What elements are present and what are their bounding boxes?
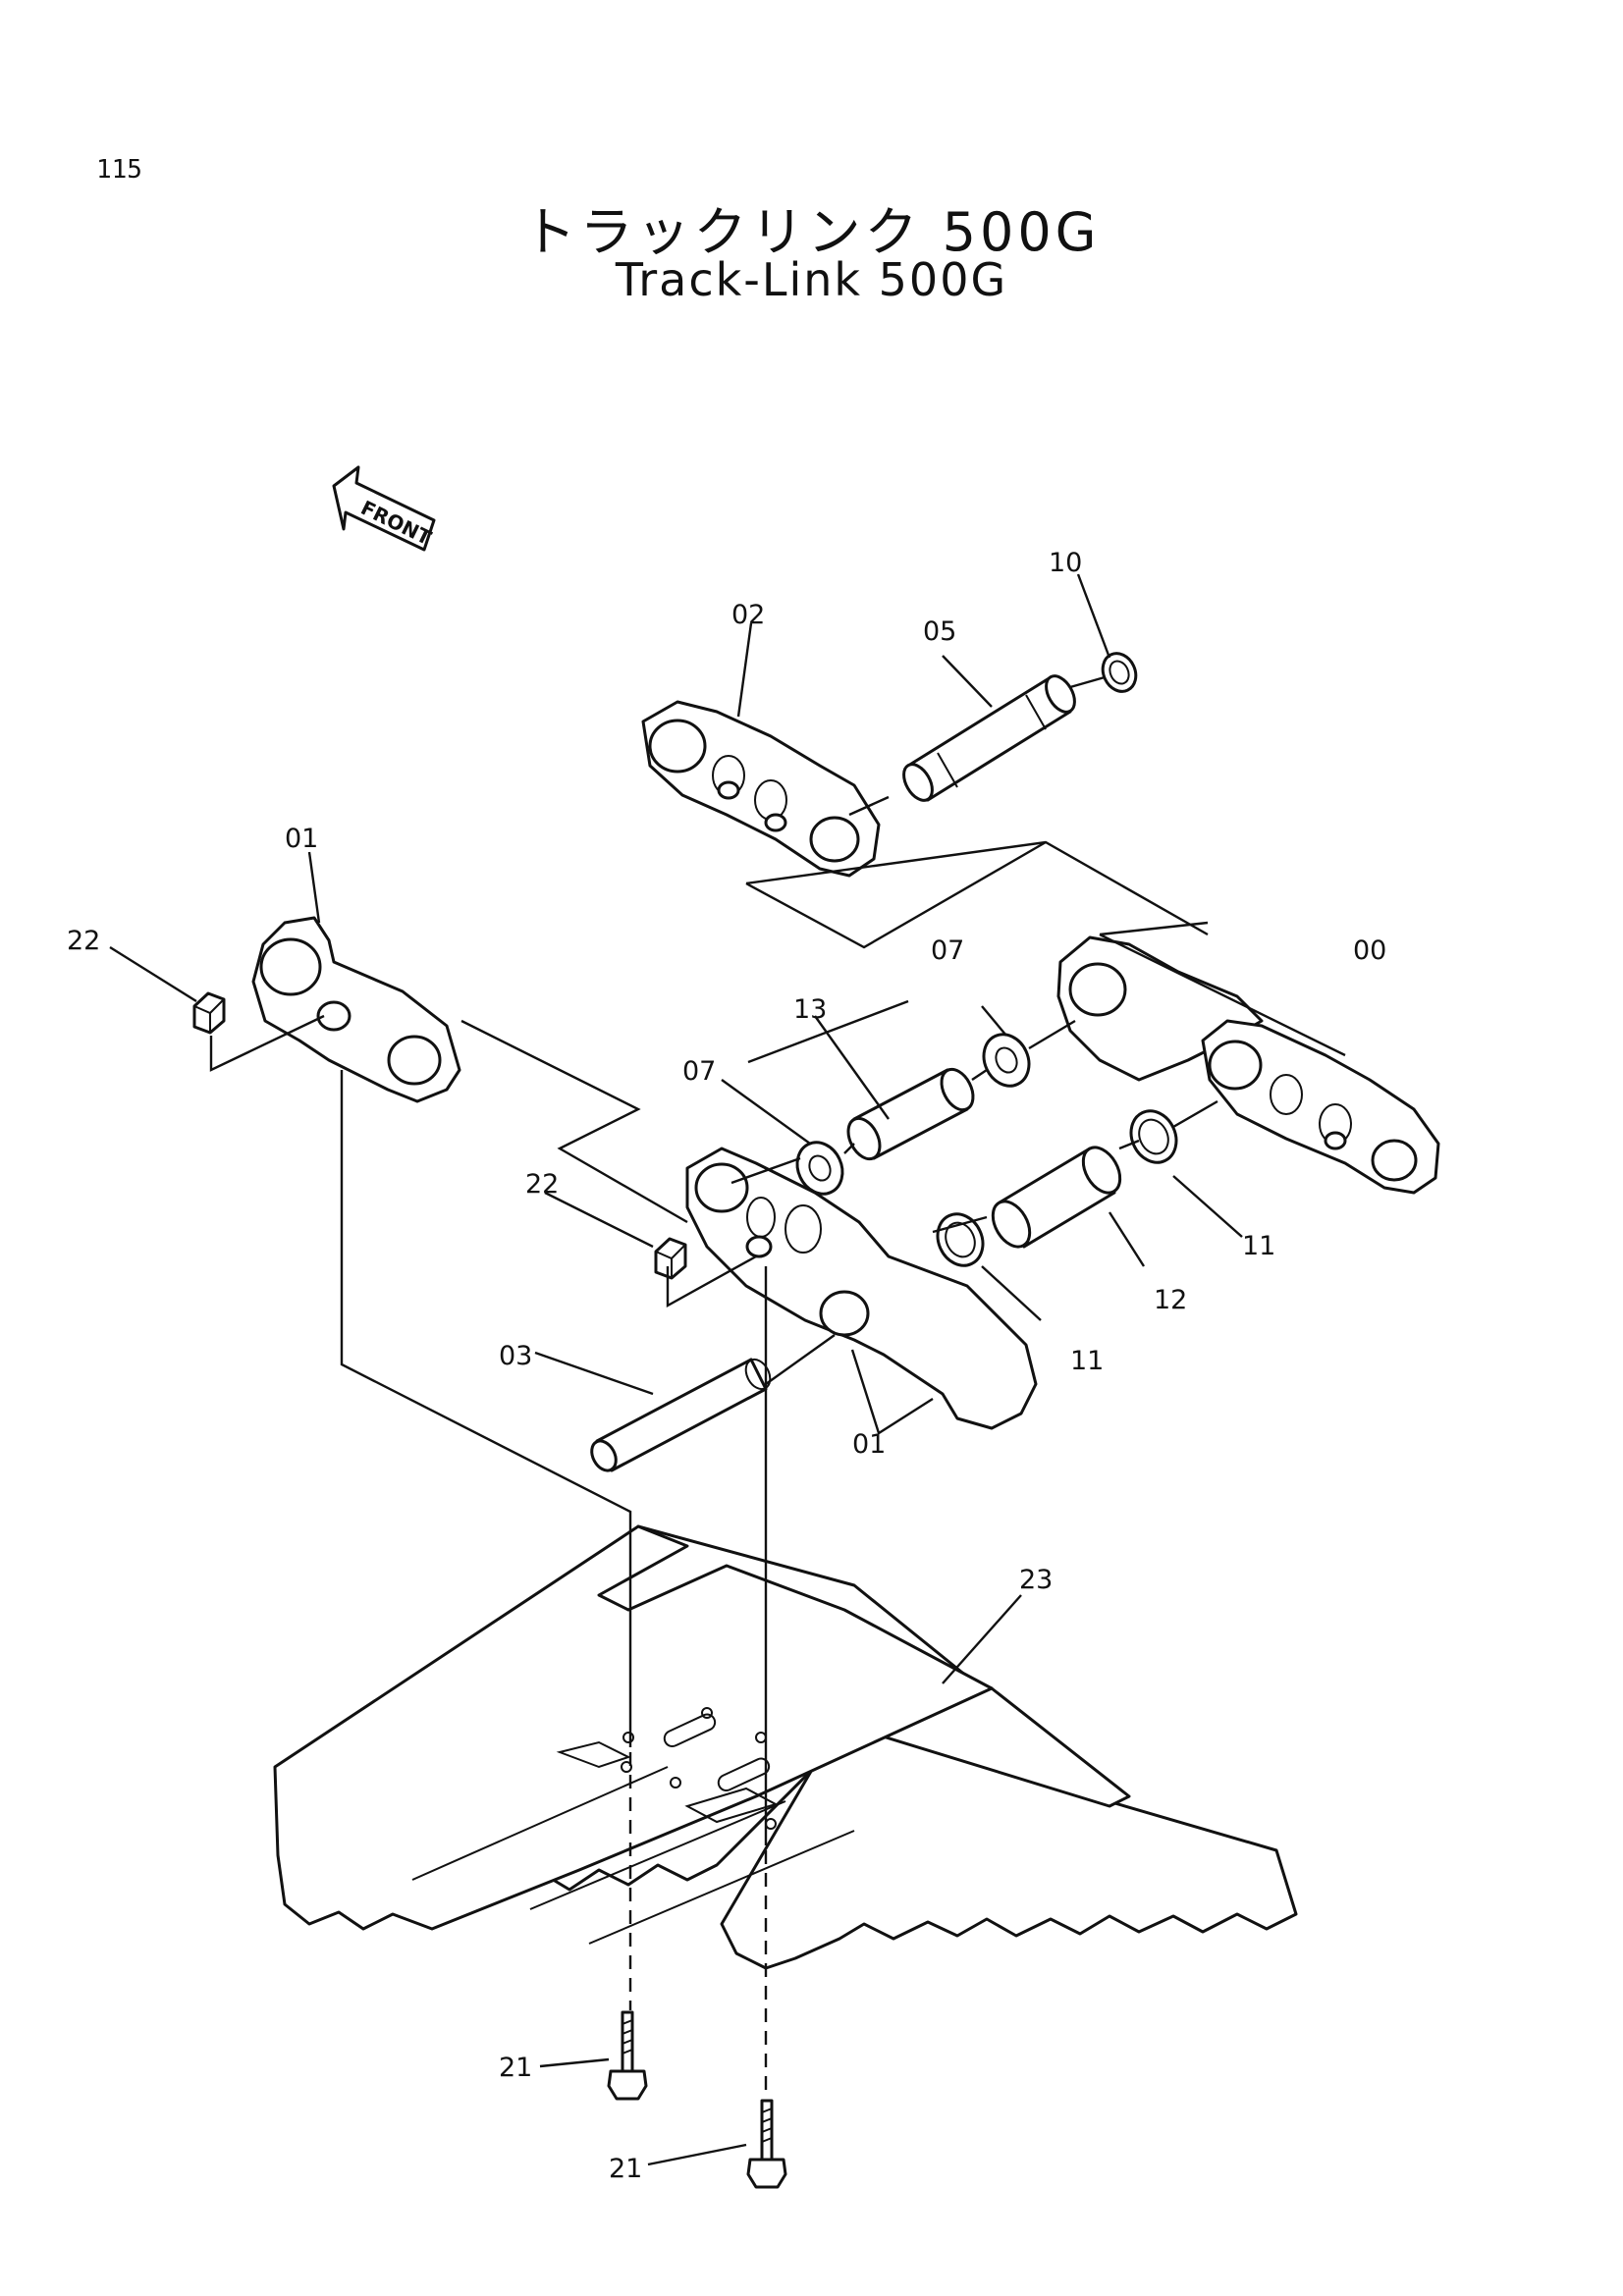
label-00: 00 [1353, 935, 1386, 966]
label-21-lower: 21 [609, 2154, 642, 2184]
nut-22 [192, 991, 687, 1280]
label-23: 23 [1019, 1565, 1053, 1595]
label-22-upper: 22 [67, 926, 100, 956]
spacer-07 [795, 1033, 1031, 1196]
label-12: 12 [1154, 1285, 1187, 1315]
snap-ring-10 [1101, 652, 1138, 693]
label-11-lower: 11 [1070, 1346, 1104, 1376]
pin-03 [590, 1358, 772, 1472]
label-02: 02 [731, 600, 765, 630]
link-left-01-lower [685, 1147, 1038, 1430]
link-right-00 [1056, 935, 1440, 1195]
label-07-upper: 07 [931, 935, 964, 966]
pin-05 [902, 674, 1076, 802]
label-22-lower: 22 [525, 1169, 559, 1200]
label-01-lower: 01 [852, 1429, 886, 1460]
bushing-13 [846, 1067, 975, 1161]
label-05: 05 [923, 616, 956, 647]
label-07-lower: 07 [682, 1056, 716, 1087]
bushing-12 [991, 1146, 1122, 1249]
label-10: 10 [1049, 548, 1082, 578]
label-11-right: 11 [1242, 1231, 1275, 1261]
label-03: 03 [499, 1341, 532, 1371]
label-21-upper: 21 [499, 2053, 532, 2083]
link-top-02 [641, 700, 881, 878]
bolt-21 [607, 2010, 787, 2189]
title-japanese: トラックリンク 500G [522, 201, 1101, 263]
part-labels: 10 02 05 01 22 00 07 13 07 22 11 12 11 0… [67, 548, 1386, 2184]
link-left-01-upper [251, 916, 461, 1103]
track-shoe-23 [273, 1524, 1298, 1970]
page-number: 115 [96, 155, 142, 185]
label-01-upper: 01 [285, 824, 318, 854]
assembly-lines [109, 573, 1346, 2166]
label-13: 13 [793, 994, 827, 1025]
front-arrow-icon: FRONT [332, 465, 436, 552]
title-english: Track-Link 500G [615, 253, 1008, 306]
